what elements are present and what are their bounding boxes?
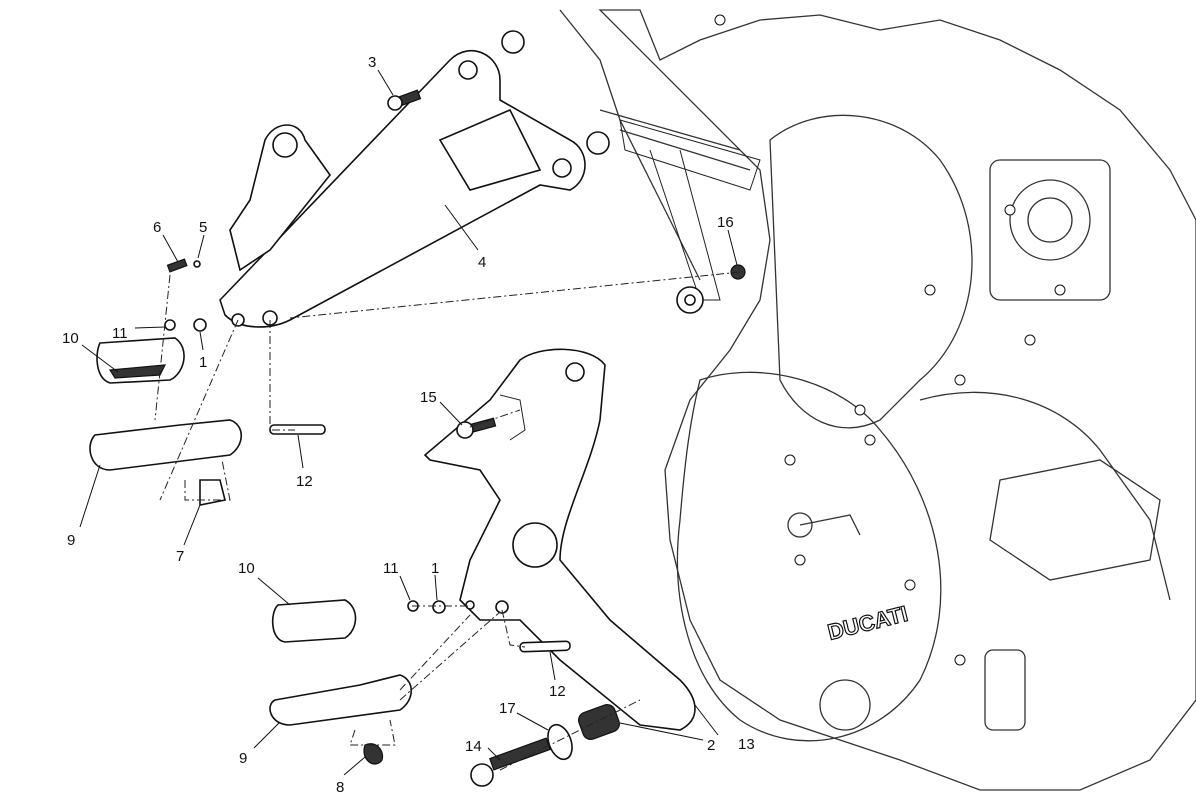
callout-12: 12 <box>549 683 566 700</box>
callout-2: 2 <box>707 737 715 754</box>
callout-labels: 3 6 5 4 16 11 1 10 15 12 9 7 10 11 1 12 … <box>62 54 755 796</box>
callout-10: 10 <box>238 560 255 577</box>
rear-footpeg-bracket <box>219 49 586 328</box>
callout-17: 17 <box>499 700 516 717</box>
callout-13: 13 <box>738 736 755 753</box>
ducati-logo: DUCATI <box>825 601 910 645</box>
callout-4: 4 <box>478 254 486 271</box>
rear-footpeg <box>89 258 243 506</box>
callout-12: 12 <box>296 473 313 490</box>
callout-1: 1 <box>431 560 439 577</box>
front-footpeg <box>269 424 571 765</box>
callout-11: 11 <box>112 325 128 342</box>
callout-7: 7 <box>176 548 184 565</box>
bolt-14-washer-17-bushing-2 <box>470 703 620 787</box>
leader-lines <box>79 69 738 776</box>
callout-9: 9 <box>67 532 75 549</box>
callout-10: 10 <box>62 330 79 347</box>
front-footpeg-bracket <box>423 348 696 731</box>
alignment-lines <box>154 271 741 771</box>
callout-3: 3 <box>368 54 376 71</box>
callout-1: 1 <box>199 354 207 371</box>
callout-15: 15 <box>420 389 437 406</box>
callout-9: 9 <box>239 750 247 767</box>
bolt-15 <box>456 417 497 439</box>
callout-8: 8 <box>336 779 344 796</box>
callout-16: 16 <box>717 214 734 231</box>
bolt-3 <box>387 89 422 111</box>
callout-5: 5 <box>199 219 207 236</box>
callout-14: 14 <box>465 738 482 755</box>
callout-6: 6 <box>153 219 161 236</box>
callout-11: 11 <box>383 560 399 577</box>
